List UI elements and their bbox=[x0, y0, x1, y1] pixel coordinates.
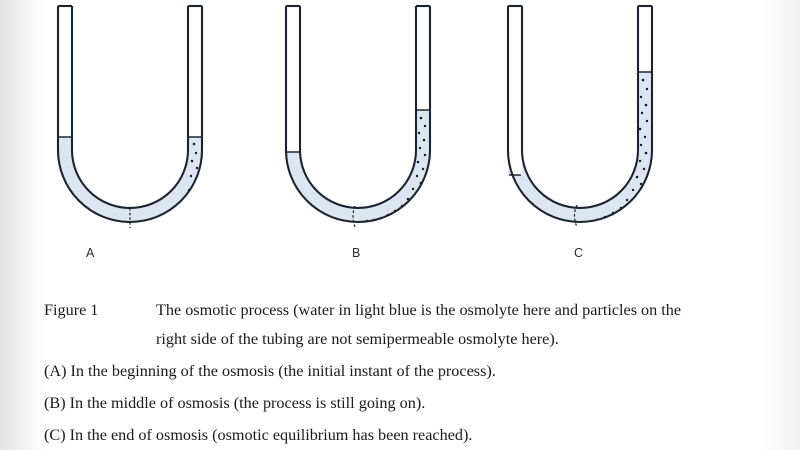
liquid-fill-c bbox=[508, 72, 652, 222]
tube-outer-wall-b bbox=[284, 6, 432, 224]
caption-item-c: (C) In the end of osmosis (osmotic equil… bbox=[44, 426, 473, 444]
tube-inner-wall-b bbox=[298, 6, 418, 209]
osmosis-figure: A bbox=[44, 0, 694, 275]
tube-inner-wall-c bbox=[520, 6, 640, 209]
u-tube-c: C bbox=[494, 0, 694, 275]
tube-label-b: B bbox=[352, 246, 361, 260]
liquid-fill-a bbox=[58, 137, 202, 222]
caption-item-b: (B) In the middle of osmosis (the proces… bbox=[44, 394, 426, 412]
caption-first-row: Figure 1 The osmotic process (water in l… bbox=[44, 296, 774, 325]
u-tube-a: A bbox=[44, 0, 244, 275]
tube-label-c: C bbox=[574, 246, 584, 260]
tube-outer-wall-c bbox=[506, 6, 654, 224]
tube-outer-wall-a bbox=[56, 6, 204, 224]
u-tube-a-drawing bbox=[56, 4, 204, 228]
caption-line-1: The osmotic process (water in light blue… bbox=[156, 301, 682, 319]
semipermeable-membrane-c bbox=[573, 204, 578, 228]
u-tube-b: B bbox=[272, 0, 472, 275]
figure-caption: Figure 1 The osmotic process (water in l… bbox=[44, 296, 774, 450]
u-tube-b-drawing bbox=[284, 4, 432, 228]
liquid-fill-b bbox=[286, 110, 430, 222]
u-tube-c-drawing bbox=[506, 4, 654, 228]
caption-item-a: (A) In the beginning of the osmosis (the… bbox=[44, 362, 496, 380]
tube-label-a: A bbox=[86, 246, 95, 260]
semipermeable-membrane-b bbox=[352, 205, 356, 228]
tube-inner-wall-a bbox=[70, 6, 190, 209]
caption-line-2: right side of the tubing are not semiper… bbox=[156, 330, 559, 348]
caption-figure-tag: Figure 1 bbox=[44, 301, 99, 319]
